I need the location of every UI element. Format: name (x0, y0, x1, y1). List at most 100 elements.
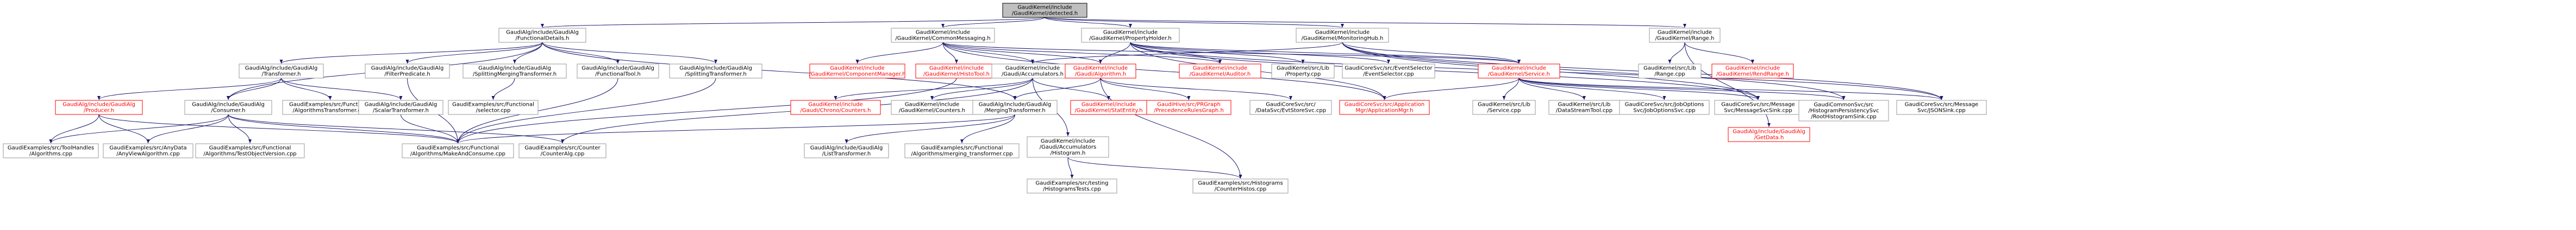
node-label-line: /Service.cpp (1487, 108, 1521, 114)
graph-node[interactable]: GaudiCoreSvc/src/EventSelector/EventSele… (1342, 63, 1435, 79)
node-label-line: /RootHistogramSink.cpp (1811, 114, 1877, 120)
graph-node[interactable]: GaudiCoreSvc/src//DataSvc/EvtStoreSvc.cp… (1249, 100, 1332, 115)
edge-cons-to-obj (228, 114, 252, 144)
edge-acc-to-counters (930, 78, 1033, 100)
node-label-line: /Histogram.h (1051, 150, 1086, 156)
graph-node[interactable]: GaudiExamples/src/Functional/Algorithms/… (904, 143, 1020, 158)
graph-node[interactable]: GaudiAlg/include/GaudiAlg/FilterPredicat… (365, 63, 450, 79)
edge-ph-to-svc (1130, 42, 1521, 64)
edge-cons-to-anyd (146, 114, 229, 144)
graph-node[interactable]: GaudiCoreSvc/src/MessageSvc/JSONSink.cpp (1896, 100, 1987, 115)
edge-prod-to-mmc (98, 114, 460, 144)
node-label-line: /SplittingTransformer.h (685, 72, 747, 78)
graph-node[interactable]: GaudiExamples/src/Functional/selector.cp… (448, 100, 539, 115)
graph-node[interactable]: GaudiKernel/include/Gaudi/Algorithm.h (1065, 63, 1136, 79)
graph-node[interactable]: GaudiKernel/include/GaudiKernel/HistoToo… (915, 63, 998, 79)
node-label-line: /GaudiKernel/Counters.h (899, 108, 965, 114)
graph-node[interactable]: GaudiAlg/include/GaudiAlg/MergingTransfo… (972, 100, 1058, 115)
graph-node[interactable]: GaudiKernel/include/Gaudi/Chrono/Counter… (790, 100, 881, 115)
edge-mt-to-mergetr (960, 114, 1015, 144)
edge-cm-to-cmgr (855, 42, 943, 64)
graph-node[interactable]: GaudiKernel/include/GaudiKernel/Property… (1081, 28, 1180, 43)
node-box (669, 63, 762, 79)
edge-ph-to-algo (1099, 42, 1131, 64)
graph-node[interactable]: GaudiKernel/include/Gaudi/Accumulators.h (991, 63, 1074, 79)
node-label-line: GaudiExamples/src/Functional (452, 102, 534, 108)
edge-svc-to-msgsink (1518, 78, 1760, 100)
graph-node[interactable]: GaudiCommonSvc/src/HistogramPersistencyS… (1798, 100, 1889, 122)
graph-node[interactable]: GaudiExamples/src/AnyData/AnyViewAlgorit… (103, 143, 193, 158)
edge-tr-to-ex_ftr (281, 78, 332, 100)
node-label-line: /Algorithms/merging_transformer.cpp (911, 151, 1012, 157)
node-label-line: /GaudiKernel/StatEntity.h (1074, 108, 1142, 114)
graph-node[interactable]: GaudiAlg/include/GaudiAlg/ScalarTransfor… (358, 100, 443, 115)
graph-node[interactable]: GaudiKernel/include/GaudiKernel/StatEnti… (1070, 100, 1147, 115)
graph-node[interactable]: GaudiAlg/include/GaudiAlg/ListTransforme… (804, 143, 889, 158)
graph-node[interactable]: GaudiKernel/include/GaudiKernel/Counters… (891, 100, 973, 115)
graph-node[interactable]: GaudiExamples/src/Histograms/CounterHist… (1192, 178, 1289, 194)
graph-node[interactable]: GaudiCoreSvc/src/MessageSvc/MessageSvcSi… (1714, 100, 1802, 115)
graph-node[interactable]: GaudiAlg/include/GaudiAlg/GetData.h (1728, 127, 1810, 142)
edge-root-to-mh (1045, 17, 1344, 28)
node-label-line: /FunctionalDetails.h (516, 36, 570, 42)
graph-node[interactable]: GaudiAlg/include/GaudiAlg/FunctionalDeta… (498, 28, 586, 43)
node-box (365, 63, 450, 79)
node-label-line: /GaudiKernel/CommonMessaging.h (895, 36, 990, 42)
graph-node[interactable]: GaudiKernel/include/GaudiKernel/Monitori… (1296, 28, 1389, 43)
node-label-line: GaudiCommonSvc/src (1814, 102, 1873, 108)
graph-node[interactable]: GaudiAlg/include/GaudiAlg/Consumer.h (184, 100, 272, 115)
node-label-line: /EventSelector.cpp (1363, 72, 1414, 78)
node-label-line: /HistogramsTests.cpp (1043, 187, 1101, 193)
graph-node[interactable]: GaudiAlg/include/GaudiAlg/Transformer.h (239, 63, 324, 79)
node-label-line: /GaudiKernel/Service.h (1488, 72, 1550, 78)
edge-range-to-rr (1684, 42, 1754, 64)
graph-node[interactable]: GaudiKernel/include/Gaudi/Accumulators/H… (1027, 136, 1109, 158)
node-box (1027, 178, 1117, 194)
node-label-line: GaudiExamples/src/Counter (524, 145, 601, 151)
graph-node[interactable]: GaudiAlg/include/GaudiAlg/FunctionalTool… (577, 63, 659, 79)
node-label-line: /AlgorithmsTransformer.cpp (292, 108, 367, 114)
node-label-line: GaudiKernel/src/Lib (1643, 66, 1696, 72)
graph-node[interactable]: GaudiKernel/include/GaudiKernel/Auditor.… (1179, 63, 1261, 79)
node-label-line: GaudiAlg/include/GaudiAlg (506, 30, 579, 36)
node-box (1002, 3, 1087, 18)
node-label-line: GaudiExamples/src/Functional (417, 145, 499, 151)
graph-node[interactable]: GaudiExamples/src/Functional/Algorithms/… (195, 143, 305, 158)
node-box (809, 63, 905, 79)
node-label-line: GaudiKernel/include (808, 102, 862, 108)
graph-node[interactable]: GaudiAlg/include/GaudiAlg/SplittingTrans… (669, 63, 762, 79)
graph-node[interactable]: GaudiKernel/src/Lib/DataStreamTool.cpp (1548, 100, 1620, 115)
node-label-line: GaudiKernel/include (1073, 66, 1128, 72)
graph-node[interactable]: GaudiExamples/src/Counter/CounterAlg.cpp (518, 143, 607, 158)
graph-node[interactable]: GaudiKernel/include/GaudiKernel/CommonMe… (891, 28, 995, 43)
node-label-line: GaudiCoreSvc/src/Application (1345, 102, 1424, 108)
edge-cm-to-acc (942, 42, 1034, 64)
graph-node[interactable]: GaudiKernel/src/Lib/Property.cpp (1271, 63, 1335, 79)
graph-node[interactable]: GaudiKernel/src/Lib/Range.cpp (1638, 63, 1702, 79)
node-label-line: /selector.cpp (476, 108, 511, 114)
graph-node[interactable]: GaudiCoreSvc/src/JobOptionsSvc/JobOption… (1619, 100, 1710, 115)
graph-node[interactable]: GaudiAlg/include/GaudiAlg/SplittingMergi… (462, 63, 567, 79)
node-label-line: /Gaudi/Accumulators.h (1002, 72, 1064, 78)
node-label-line: GaudiKernel/include (1005, 66, 1060, 72)
node-box (1798, 100, 1889, 122)
graph-node[interactable]: GaudiKernel/src/Lib/Service.cpp (1472, 100, 1536, 115)
node-label-line: GaudiKernel/include (1017, 5, 1072, 11)
node-label-line: /GetData.h (1754, 135, 1784, 141)
node-box (1027, 136, 1109, 158)
edge-root-to-ph (1045, 17, 1132, 28)
graph-node[interactable]: GaudiKernel/include/GaudiKernel/Componen… (809, 63, 906, 79)
node-label-line: GaudiKernel/src/Lib (1478, 102, 1530, 108)
graph-node[interactable]: GaudiKernel/include/GaudiKernel/Range.h (1649, 28, 1721, 43)
node-box (1192, 178, 1289, 194)
graph-node[interactable]: GaudiHive/src/PRGraph/PrecedenceRulesGra… (1146, 100, 1231, 115)
graph-node[interactable]: GaudiAlg/include/GaudiAlg/Producer.h (55, 100, 143, 115)
graph-node[interactable]: GaudiExamples/src/testing/HistogramsTest… (1027, 178, 1117, 194)
graph-node[interactable]: GaudiExamples/src/Functional/Algorithms/… (402, 143, 514, 158)
graph-node[interactable]: GaudiExamples/src/ToolHandles/Algorithms… (3, 143, 99, 158)
edge-tr-to-cons (227, 78, 282, 100)
graph-node[interactable]: GaudiKernel/include/GaudiKernel/RendRang… (1711, 63, 1794, 79)
graph-node[interactable]: GaudiKernel/include/GaudiKernel/Service.… (1478, 63, 1560, 79)
graph-node[interactable]: GaudiCoreSvc/src/ApplicationMgr/Applicat… (1339, 100, 1430, 115)
node-box (103, 143, 193, 158)
